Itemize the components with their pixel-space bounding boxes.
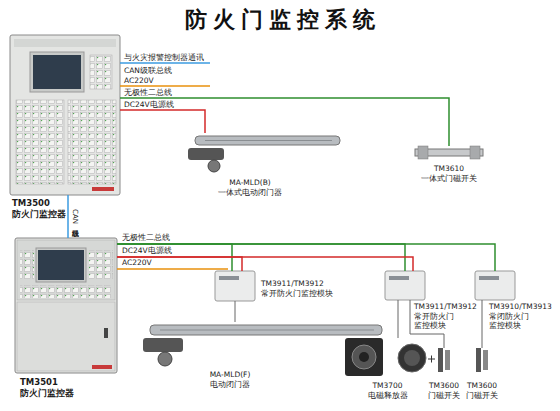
controller-top-strip [14,39,116,47]
door-switch-part [438,348,443,372]
device-node: TM3911/TM3912 常开防火门监控模块 [215,271,255,301]
device-caption: TM3910/TM3913 常闭防火门 监控模块 [489,302,555,331]
power-wire [117,268,228,270]
door-lock [104,328,108,338]
device-node: TM3910/TM3913 常闭防火门 监控模块 [475,271,515,300]
wire-connector [67,195,69,238]
closer-pivot [208,160,220,172]
wire-name: 与火灾报警控制器通讯 [124,53,204,62]
device-node: TM3501 防火门监控器 [15,238,117,373]
armature-core [404,350,420,366]
device-node: TM3500 防火门监控器 [10,35,120,195]
module-strip [389,276,409,280]
lcd-frame [30,52,84,92]
device-node: TM3700 电磁释放器 [345,338,430,378]
wire-connector [120,110,205,133]
lcd-screen [33,55,81,89]
lcd-screen [38,250,84,280]
device-caption: MA-MLD(B) 一体式电动闭门器 [215,178,285,197]
wire-name: AC220V [124,76,154,85]
controller-case [10,35,120,195]
device-caption: TM3501 防火门监控器 [20,377,80,398]
brand-mark [92,187,114,191]
device-caption: TM3600 门磁开关 [464,381,500,400]
wire-connector [235,301,236,322]
device-caption: TM3911/TM3912 常开防火门 监控模块 [414,302,480,331]
switch-block [470,146,480,159]
key-panel [20,250,34,280]
device-node: MA-MLD(F) 电动闭门器 [140,322,340,367]
magnet-core [359,352,369,362]
device-caption: TM3600 门磁开关 [426,381,462,400]
wire-connector [117,257,413,271]
status-keys [90,55,112,89]
wire-name: DC24V电源线 [122,246,172,255]
device-caption: TM3610 一体式门磁开关 [420,164,478,183]
controller-case [15,238,117,373]
module-case [215,271,255,301]
key-panel [16,100,64,184]
brand-mark [92,365,112,369]
wire-connector [398,300,399,338]
diagram-title: 防火门监控系统 [0,7,560,33]
device-caption: TM3911/TM3912 常开防火门监控模块 [261,279,341,298]
device-node: TM3600 门磁开关 [437,348,451,372]
plus-sign [431,356,432,363]
wire-name: 无极性二总线 [122,233,170,242]
device-node: TM3600 门磁开关 [475,348,489,372]
device-caption: TM3700 电磁释放器 [365,381,410,400]
device-node: TM3610 一体式门磁开关 [415,146,483,160]
door-switch-part [476,348,481,372]
arm-slot [205,140,332,141]
wire-name: 无极性二总线 [124,88,172,97]
wire-connector [120,98,449,146]
switch-block [418,146,428,159]
magnet-face [352,345,376,369]
module-strip [219,276,239,280]
device-caption: MA-MLD(F) 电动闭门器 [205,370,255,389]
closer-arm [150,325,382,335]
cabinet-door [17,302,115,371]
key-panel [68,100,116,184]
wire-name: CAN级联总线 [124,66,172,75]
module-case [475,271,515,300]
closer-body [188,148,224,160]
wire-connector [117,244,495,271]
lcd-frame [36,248,86,282]
closer-pivot [158,352,172,366]
magnet-holder [345,338,383,376]
wire-name: DC24V电源线 [124,100,174,109]
module-strip [479,276,499,280]
door-switch-part [445,350,450,370]
device-node: TM3911/TM3912 常开防火门 监控模块 [385,271,425,300]
closer-arm [195,136,340,145]
module-case [385,271,425,300]
device-caption: TM3500 防火门监控器 [12,198,72,219]
door-switch-part [483,350,488,370]
wire-name: AC220V [122,258,152,267]
armature-plate [398,344,426,372]
arm-slot [160,330,374,331]
closer-body [143,338,183,352]
wire-connector [117,257,242,271]
controller-panel [17,240,115,300]
power-wire [120,85,210,87]
key-panel [20,285,112,298]
comm-wire [120,62,210,64]
device-node: MA-MLD(B) 一体式电动闭门器 [185,133,345,175]
key-panel [89,250,113,280]
wire-label: CAN级联总线 [71,209,79,224]
wire-connector [482,300,483,348]
